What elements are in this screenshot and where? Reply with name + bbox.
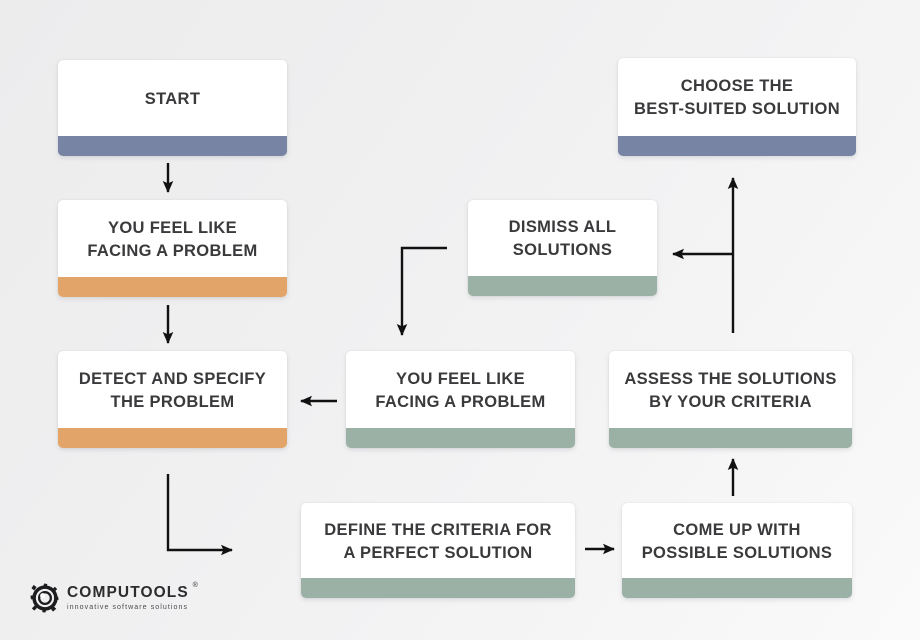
- flow-node-feel-problem-2[interactable]: YOU FEEL LIKE FACING A PROBLEM: [346, 351, 575, 448]
- flow-node-label: DISMISS ALL SOLUTIONS: [508, 218, 617, 259]
- flow-node-feel-problem-1[interactable]: YOU FEEL LIKE FACING A PROBLEM: [58, 200, 287, 297]
- flow-node-accent-bar: [618, 136, 856, 156]
- computools-logo-wordmark: COMPUTOOLS ® innovative software solutio…: [67, 582, 198, 611]
- flow-node-define-criteria[interactable]: DEFINE THE CRITERIA FOR A PERFECT SOLUTI…: [301, 503, 575, 598]
- flow-node-accent-bar: [468, 276, 657, 296]
- flow-node-choose-best-suited-solution[interactable]: CHOOSE THE BEST-SUITED SOLUTION: [618, 58, 856, 156]
- flow-node-assess-solutions[interactable]: ASSESS THE SOLUTIONS BY YOUR CRITERIA: [609, 351, 852, 448]
- flow-node-accent-bar: [609, 428, 852, 448]
- flow-node-come-up-solutions[interactable]: COME UP WITH POSSIBLE SOLUTIONS: [622, 503, 852, 598]
- registered-trademark-icon: ®: [192, 582, 198, 590]
- connector-detect-specify-to-define-criteria: [166, 474, 233, 556]
- computools-logo-name: COMPUTOOLS: [67, 584, 189, 602]
- computools-logo-tagline: innovative software solutions: [67, 602, 189, 611]
- flow-node-detect-specify[interactable]: DETECT AND SPECIFY THE PROBLEM: [58, 351, 287, 448]
- flow-node-accent-bar: [58, 277, 287, 297]
- flow-node-label: DETECT AND SPECIFY THE PROBLEM: [78, 369, 267, 411]
- flow-node-label: COME UP WITH POSSIBLE SOLUTIONS: [641, 520, 833, 562]
- connector-dismiss-all-to-feel-problem-2: [396, 246, 447, 336]
- flow-node-label: DEFINE THE CRITERIA FOR A PERFECT SOLUTI…: [324, 520, 552, 562]
- flow-node-accent-bar: [58, 428, 287, 448]
- flow-node-label: START: [144, 89, 201, 108]
- flow-node-label: YOU FEEL LIKE FACING A PROBLEM: [375, 369, 546, 411]
- flow-node-start[interactable]: START: [58, 60, 287, 156]
- computools-logo[interactable]: COMPUTOOLS ® innovative software solutio…: [30, 578, 220, 618]
- flow-node-accent-bar: [301, 578, 575, 598]
- flow-node-accent-bar: [622, 578, 852, 598]
- flow-node-label: ASSESS THE SOLUTIONS BY YOUR CRITERIA: [624, 369, 837, 411]
- flow-node-label: YOU FEEL LIKE FACING A PROBLEM: [87, 218, 258, 260]
- computools-logo-icon: [30, 583, 59, 613]
- flow-node-dismiss-all-solutions[interactable]: DISMISS ALL SOLUTIONS: [468, 200, 657, 296]
- flow-node-accent-bar: [346, 428, 575, 448]
- flow-node-label: CHOOSE THE BEST-SUITED SOLUTION: [634, 77, 840, 118]
- flow-node-accent-bar: [58, 136, 287, 156]
